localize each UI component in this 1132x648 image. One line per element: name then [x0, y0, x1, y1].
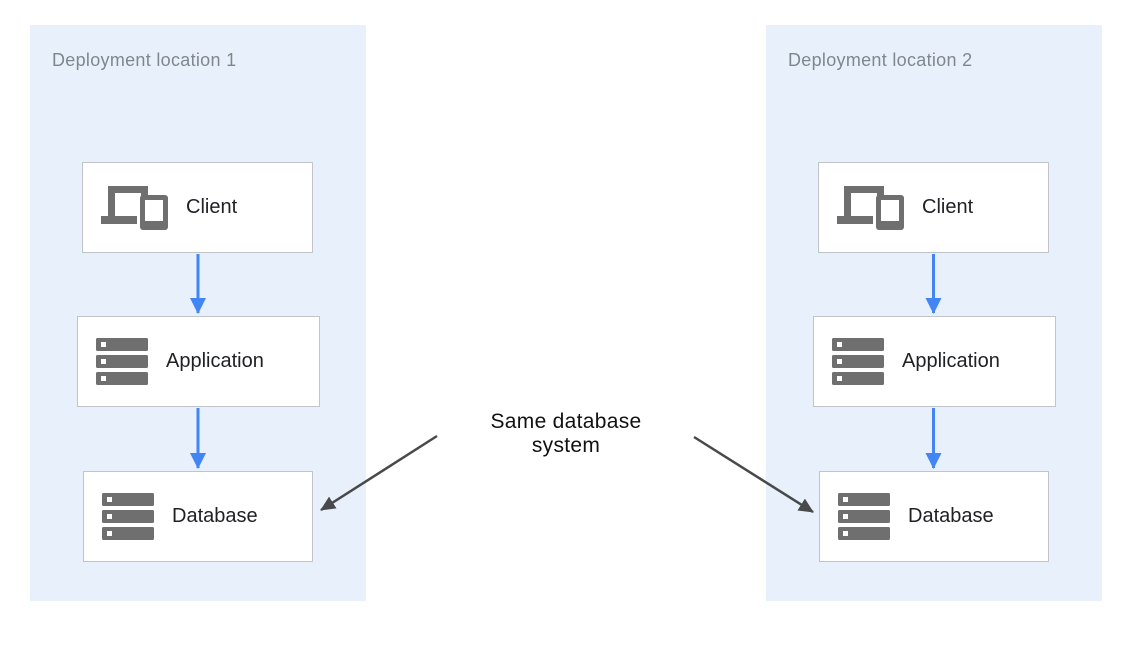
- node-application-1: Application: [77, 316, 320, 407]
- node-client-2: Client: [818, 162, 1049, 253]
- devices-icon: [837, 185, 904, 230]
- node-database-2: Database: [819, 471, 1049, 562]
- server-stack-icon: [96, 338, 148, 385]
- node-client-1: Client: [82, 162, 313, 253]
- node-label: Client: [922, 196, 974, 218]
- node-label: Database: [172, 505, 258, 527]
- deployment-location-2-panel: Deployment location 2 Client: [766, 25, 1102, 601]
- server-stack-icon: [102, 493, 154, 540]
- node-label: Application: [166, 350, 264, 372]
- deployment-location-1-panel: Deployment location 1 Client: [30, 25, 366, 601]
- node-label: Application: [902, 350, 1000, 372]
- devices-icon: [101, 185, 168, 230]
- node-database-1: Database: [83, 471, 313, 562]
- server-stack-icon: [838, 493, 890, 540]
- panel-label: Deployment location 2: [788, 50, 973, 70]
- server-stack-icon: [832, 338, 884, 385]
- node-label: Client: [186, 196, 238, 218]
- node-application-2: Application: [813, 316, 1056, 407]
- node-label: Database: [908, 505, 994, 527]
- same-database-annotation: Same database system: [490, 410, 642, 457]
- panel-label: Deployment location 1: [52, 50, 237, 70]
